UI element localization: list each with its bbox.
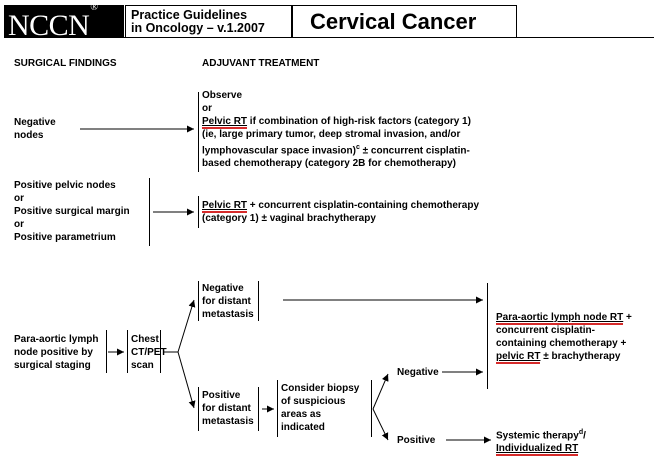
pelvic-rt-link-3[interactable]: pelvic RT [496, 351, 541, 364]
bracket-positive-pelvic-left [149, 178, 150, 246]
surgical-findings-heading: SURGICAL FINDINGS [14, 58, 117, 69]
bracket-pos-distant-right [258, 387, 259, 431]
arrow-to-neg-distant [163, 299, 196, 353]
header-divider [4, 37, 654, 38]
biopsy-negative-label: Negative [397, 367, 439, 378]
negative-nodes-finding: Negative nodes [14, 117, 56, 141]
para-aortic-finding: Para-aortic lymph node positive by surgi… [14, 334, 99, 371]
positive-distant-metastasis: Positive for distant metastasis [202, 390, 254, 427]
bracket-para-aortic [106, 330, 107, 373]
arrow-biopsy-negative [372, 373, 389, 410]
nccn-logo: NCCN® [4, 2, 124, 42]
pelvic-rt-link[interactable]: Pelvic RT [202, 116, 248, 129]
bracket-biopsy-right [371, 380, 372, 437]
negative-nodes-treatment: Observe or Pelvic RT if combination of h… [202, 90, 471, 170]
positive-pelvic-treatment: Pelvic RT + concurrent cisplatin-contain… [202, 200, 480, 224]
negative-distant-metastasis: Negative for distant metastasis [202, 283, 254, 320]
bracket-negative-nodes [198, 92, 199, 172]
bracket-scan-left [127, 330, 128, 373]
para-aortic-rt-link[interactable]: Para-aortic lymph node RT [496, 312, 624, 325]
guidelines-label: Practice Guidelines in Oncology – v.1.20… [125, 5, 292, 38]
guidelines-line-1: Practice Guidelines [131, 8, 248, 22]
consider-biopsy: Consider biopsy of suspicious areas as i… [281, 383, 360, 433]
biopsy-positive-label: Positive [397, 435, 436, 446]
bracket-biopsy [277, 380, 278, 437]
bracket-neg-distant-right [258, 281, 259, 321]
chest-ct-pet-scan: Chest CT/PET scan [131, 334, 167, 371]
guidelines-line-2: in Oncology – v.1.2007 [131, 21, 265, 35]
arrow-biopsy-positive [372, 408, 389, 441]
bracket-scan-right [160, 330, 161, 373]
bracket-pos-distant [198, 387, 199, 431]
bracket-para-aortic-treatment [487, 283, 488, 389]
positive-pelvic-finding: Positive pelvic nodes or Positive surgic… [14, 180, 130, 243]
systemic-therapy-treatment: Systemic therapyd/ Individualized RT [496, 429, 586, 457]
adjuvant-treatment-heading: ADJUVANT TREATMENT [202, 58, 320, 69]
para-aortic-treatment: Para-aortic lymph node RT + concurrent c… [496, 312, 632, 364]
bracket-positive-pelvic-right [198, 196, 199, 228]
arrow-to-pos-distant [177, 351, 196, 409]
individualized-rt-link[interactable]: Individualized RT [496, 443, 579, 457]
bracket-neg-distant [198, 281, 199, 321]
pelvic-rt-link-2[interactable]: Pelvic RT [202, 200, 248, 213]
